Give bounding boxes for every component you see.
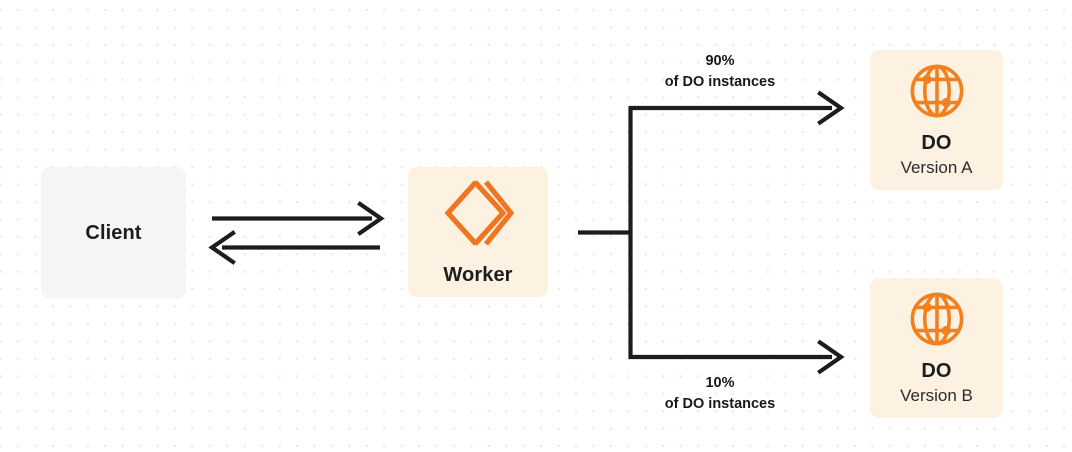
edge-worker-to-do-b [628,339,845,375]
node-do-b-sublabel: Version B [900,385,973,405]
node-do-a-label: DO [921,131,952,154]
node-worker-label: Worker [443,264,513,286]
node-do-version-b[interactable]: DO Version B [870,278,1003,418]
node-client[interactable]: Client [41,167,186,299]
node-client-label: Client [85,222,142,244]
edge-label-do-b-description: of DO instances [664,396,776,413]
globe-icon [908,62,966,120]
node-do-b-label: DO [921,359,952,382]
node-worker[interactable]: Worker [408,167,548,297]
edge-label-do-a-percent: 90% [705,53,735,69]
edge-label-do-a: 90% of DO instances [612,51,828,93]
edge-client-to-worker [212,201,385,236]
globe-icon [908,290,966,348]
edge-worker-to-client [208,230,380,265]
cloudflare-workers-icon [442,178,515,248]
node-do-version-a[interactable]: DO Version A [870,50,1003,190]
edge-worker-split [578,108,633,357]
edge-label-do-a-description: of DO instances [664,74,776,91]
edge-label-do-b-percent: 10% [705,375,735,391]
edge-label-do-b: 10% of DO instances [612,373,828,415]
edge-worker-to-do-a [628,90,845,126]
node-do-a-sublabel: Version A [900,157,973,177]
